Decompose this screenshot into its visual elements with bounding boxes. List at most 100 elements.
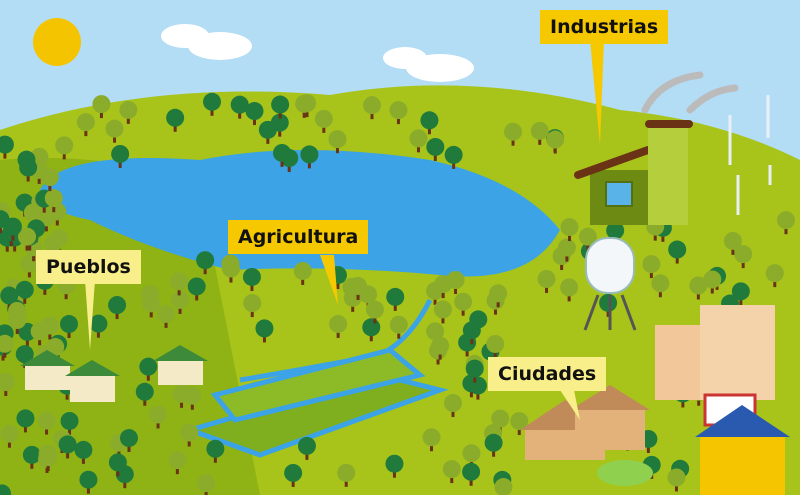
tree-icon: [221, 259, 240, 283]
tree-icon: [489, 284, 508, 308]
label-industry: Industrias: [540, 10, 669, 44]
tree-icon: [255, 319, 274, 343]
tree-icon: [0, 484, 11, 495]
tree-icon: [206, 439, 225, 463]
tree-icon: [111, 144, 130, 168]
label-agriculture: Agricultura: [228, 220, 369, 254]
wind-turbines: [728, 95, 772, 215]
tree-icon: [462, 321, 481, 345]
tree-icon: [462, 462, 481, 486]
tree-icon: [462, 444, 481, 468]
label-towns: Pueblos: [36, 250, 141, 284]
water-tower: [583, 237, 637, 331]
label-cities: Ciudades: [488, 357, 607, 391]
tree-icon: [363, 96, 382, 120]
tree-icon: [409, 129, 428, 153]
tree-icon: [37, 411, 56, 435]
tree-icon: [491, 409, 510, 433]
tree-icon: [22, 445, 41, 469]
tree-icon: [446, 271, 465, 295]
tree-icon: [271, 95, 290, 119]
tree-icon: [0, 424, 19, 448]
tree-icon: [60, 411, 79, 435]
tree-icon: [273, 143, 292, 167]
tree-icon: [443, 394, 462, 418]
tree-icon: [15, 345, 34, 369]
tree-icon: [170, 272, 189, 296]
tree-icon: [157, 304, 176, 328]
tree-icon: [171, 290, 190, 314]
tree-icon: [197, 474, 216, 495]
tree-icon: [765, 264, 784, 288]
tree-icon: [293, 261, 312, 285]
tree-icon: [119, 429, 138, 453]
tree-icon: [46, 338, 65, 362]
tree-icon: [55, 136, 74, 160]
tree-icon: [667, 468, 686, 492]
tree-icon: [300, 145, 319, 169]
tree-icon: [444, 145, 463, 169]
tree-icon: [243, 294, 262, 318]
tree-icon: [196, 251, 215, 275]
tree-icon: [426, 137, 445, 161]
sun-icon: [33, 18, 81, 66]
tree-icon: [431, 336, 450, 360]
tree-icon: [40, 168, 59, 192]
tree-icon: [168, 451, 187, 475]
tree-icon: [39, 448, 58, 472]
tree-icon: [119, 100, 138, 124]
tree-icon: [537, 269, 556, 293]
tree-icon: [258, 120, 277, 144]
tree-icon: [494, 478, 513, 495]
tree-icon: [58, 435, 77, 459]
tree-icon: [74, 440, 93, 464]
tree-icon: [230, 95, 249, 119]
tree-icon: [422, 428, 441, 452]
tree-icon: [433, 300, 452, 324]
tree-icon: [149, 405, 168, 429]
tree-icon: [135, 382, 154, 406]
tree-icon: [668, 240, 687, 264]
tree-icon: [19, 158, 38, 182]
tree-icon: [18, 227, 37, 251]
tree-icon: [642, 255, 661, 279]
tree-icon: [530, 121, 549, 145]
tree-icon: [139, 357, 158, 381]
tree-icon: [578, 227, 597, 251]
tree-icon: [297, 436, 316, 460]
tree-icon: [689, 276, 708, 300]
tree-icon: [389, 101, 408, 125]
tree-icon: [40, 316, 59, 340]
tree-icon: [560, 278, 579, 302]
tree-icon: [504, 122, 523, 146]
tree-icon: [703, 270, 722, 294]
tree-icon: [510, 412, 529, 436]
tree-icon: [442, 460, 461, 484]
tree-icon: [484, 433, 503, 457]
tree-icon: [23, 203, 42, 227]
lake: [40, 150, 560, 277]
tree-icon: [349, 276, 368, 300]
tree-icon: [731, 282, 750, 306]
tree-icon: [0, 286, 19, 310]
tree-icon: [599, 293, 618, 317]
tree-icon: [386, 287, 405, 311]
tree-icon: [76, 113, 95, 137]
tree-icon: [15, 280, 34, 304]
tree-icon: [79, 470, 98, 494]
tree-icon: [242, 267, 261, 291]
clouds: [161, 24, 474, 82]
tree-icon: [314, 109, 333, 133]
tree-icon: [0, 334, 14, 358]
village-houses: [20, 345, 208, 402]
tree-icon: [8, 310, 27, 334]
tree-icon: [92, 95, 111, 119]
tree-icon: [329, 314, 348, 338]
tree-icon: [142, 294, 161, 318]
tree-icon: [183, 386, 202, 410]
tree-icon: [203, 92, 222, 116]
tree-icon: [187, 277, 206, 301]
tree-icon: [0, 135, 14, 159]
tree-icon: [385, 454, 404, 478]
